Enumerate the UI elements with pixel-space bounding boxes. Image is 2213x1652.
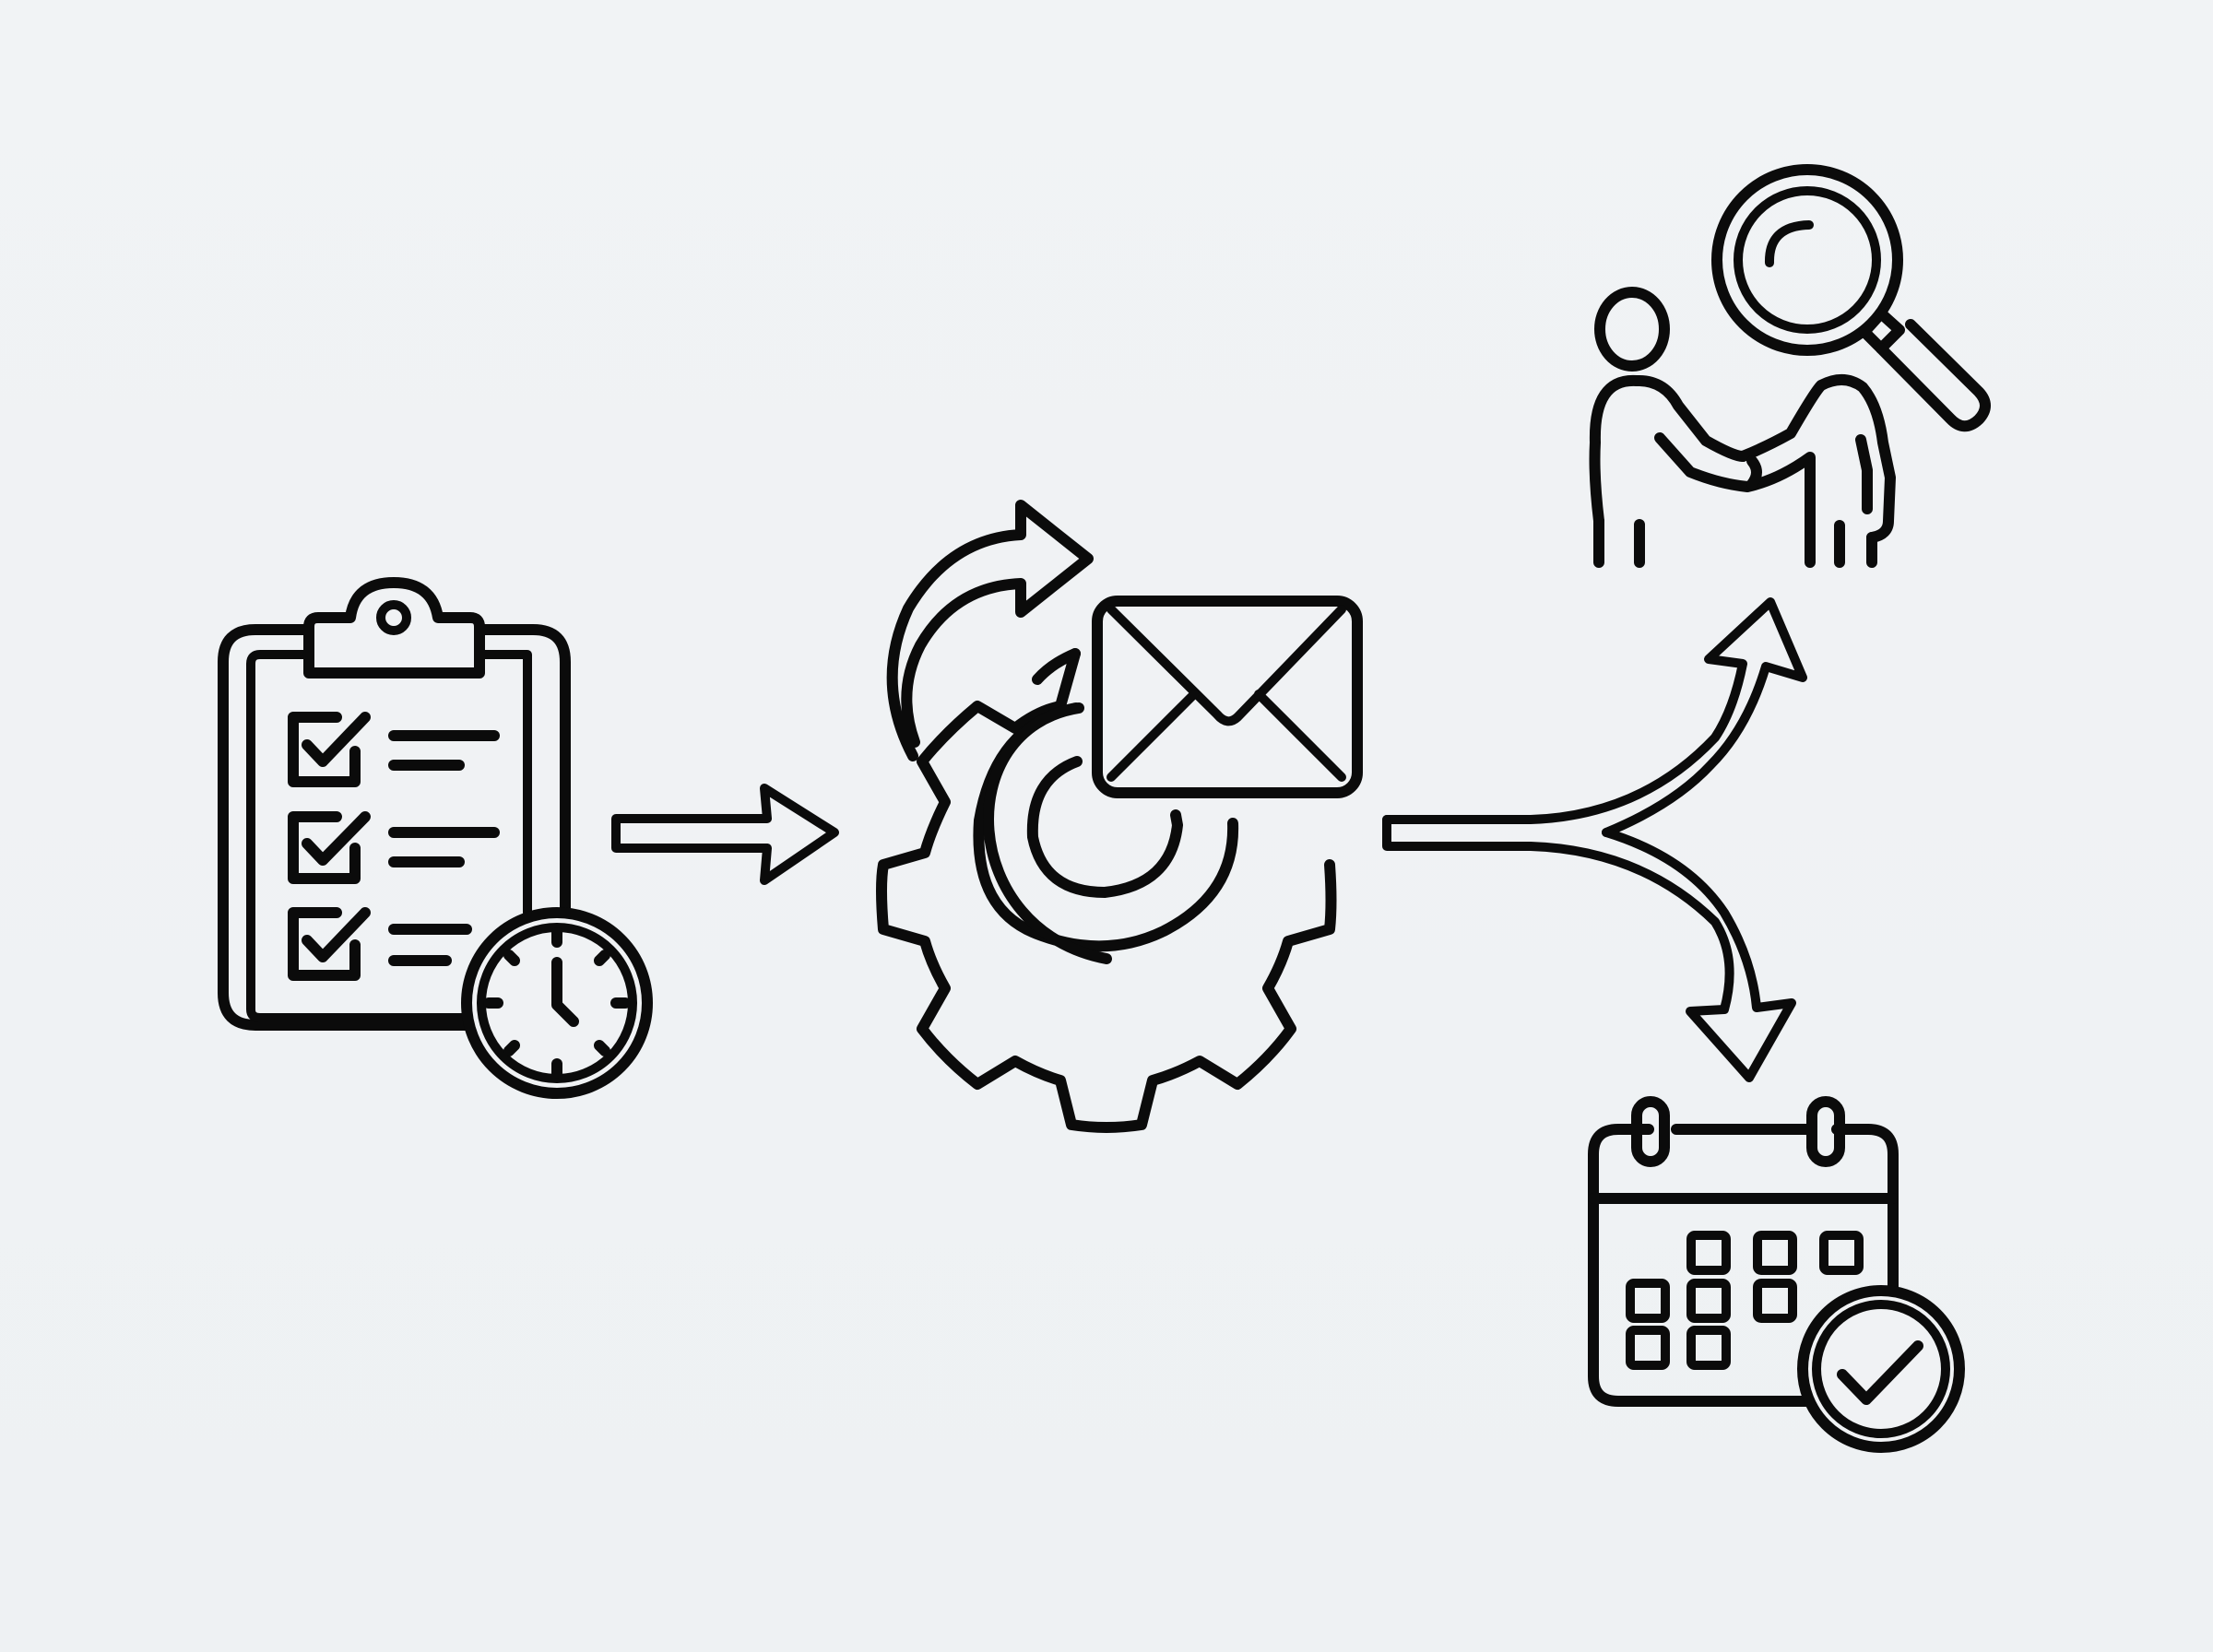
clock-icon (461, 907, 653, 1099)
branch-arrow-down-icon (1382, 815, 1796, 1082)
checklist-row-2 (288, 811, 500, 884)
right-arrow-icon (611, 784, 839, 885)
calendar-with-checkmark-icon (1588, 1096, 1965, 1453)
clipboard-checklist-with-clock-icon (218, 577, 653, 1099)
checklist-row-1 (288, 712, 500, 787)
branch-arrow-up-icon (1382, 597, 1807, 837)
gear-with-envelope-and-refresh-arrow-icon (876, 500, 1363, 1133)
handshake-with-magnifying-glass-icon (1589, 164, 1991, 568)
checklist-row-3 (288, 907, 472, 981)
